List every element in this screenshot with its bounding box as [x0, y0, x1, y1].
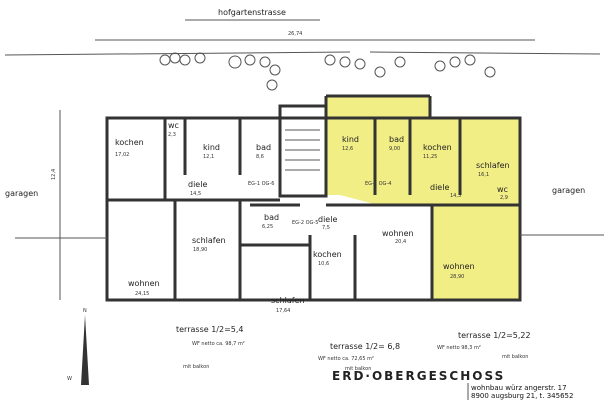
room-area: 20,4: [395, 239, 406, 245]
terrace-label: terrasse 1/2=5,22: [458, 331, 531, 340]
garagen-left: garagen: [5, 189, 38, 198]
room-area: 9,00: [389, 146, 400, 152]
room-name: wc: [497, 185, 508, 194]
apartment-area: WF netto 98,3 m²: [437, 345, 481, 351]
room-labels: kochen 17,02 wc 2,3 kind 12,1 bad 8,6 kind 12…: [115, 121, 510, 314]
property-line: [369, 51, 601, 55]
room-name: bad: [256, 143, 271, 152]
stair-mark: EG-2 OG-5: [292, 220, 318, 226]
room-name: kochen: [423, 143, 452, 152]
room-name: diele: [188, 180, 207, 189]
hedge-trees: [159, 52, 496, 91]
apartment-note: mit balkon: [183, 364, 209, 370]
walls: [105, 94, 522, 302]
room-name: diele: [318, 215, 337, 224]
apartment-note: mit balkon: [502, 354, 528, 360]
room-area: 12,1: [203, 154, 214, 160]
stair-mark: EG-1 OG-6: [248, 181, 274, 187]
room-area: 24,15: [135, 291, 149, 297]
north-arrow-icon: N W: [67, 308, 89, 385]
room-area: 14,3: [450, 193, 461, 199]
room-name: kochen: [313, 250, 342, 259]
room-name: wohnen: [382, 229, 414, 238]
terrace-label: terrasse 1/2= 6,8: [330, 342, 400, 351]
room-name: bad: [264, 213, 279, 222]
room-name: kind: [203, 143, 220, 152]
dimension-width: 26,74: [288, 31, 302, 37]
address-line: 8900 augsburg 21, t. 345652: [471, 392, 573, 400]
terrace-label: terrasse 1/2=5,4: [176, 325, 244, 334]
staircase[interactable]: [285, 129, 320, 171]
room-area: 17,02: [115, 152, 129, 158]
floor-title: ERD·OBERGESCHOSS: [332, 369, 505, 383]
west-label: W: [67, 376, 72, 382]
room-name: bad: [389, 135, 404, 144]
room-name: diele: [430, 183, 449, 192]
room-area: 2,9: [500, 195, 508, 201]
room-name: schlafen: [271, 296, 305, 305]
room-area: 14,5: [190, 191, 201, 197]
room-area: 8,6: [256, 154, 264, 160]
room-area: 18,90: [193, 247, 207, 253]
room-area: 11,25: [423, 154, 437, 160]
room-name: kind: [342, 135, 359, 144]
room-area: 12,6: [342, 146, 353, 152]
address-line: wohnbau würz angerstr. 17: [471, 384, 567, 392]
dimension-depth: 12,4: [51, 169, 57, 180]
stair-mark: EG-1 OG-4: [365, 181, 391, 187]
room-area: 2,3: [168, 132, 176, 138]
room-area: 17,64: [276, 308, 290, 314]
apartment-note: mit balkon: [345, 366, 371, 372]
room-name: kochen: [115, 138, 144, 147]
room-area: 6,25: [262, 224, 273, 230]
garagen-right: garagen: [552, 186, 585, 195]
room-name: wc: [168, 121, 179, 130]
room-name: wohnen: [443, 262, 475, 271]
room-name: schlafen: [192, 236, 226, 245]
room-area: 10,6: [318, 261, 329, 267]
street-label: hofgartenstrasse: [218, 8, 286, 17]
room-name: wohnen: [128, 279, 160, 288]
north-label: N: [83, 308, 87, 314]
apartment-area: WF netto ca. 72,65 m²: [318, 356, 374, 362]
apartment-area: WF netto ca. 98,7 m²: [192, 341, 245, 347]
room-area: 7,5: [322, 225, 330, 231]
room-area: 28,90: [450, 274, 464, 280]
room-area: 16,1: [478, 172, 489, 178]
room-name: schlafen: [476, 161, 510, 170]
